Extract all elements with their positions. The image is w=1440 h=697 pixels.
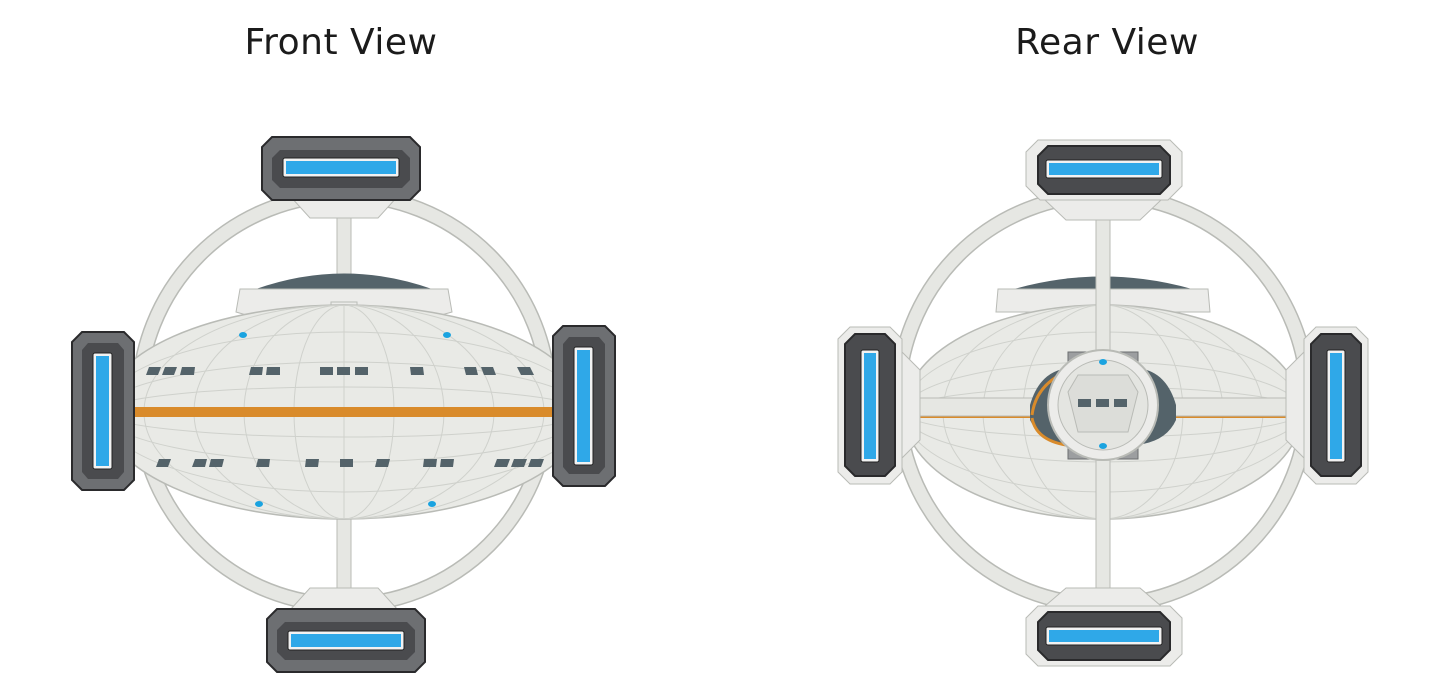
rear-view [837,139,1369,667]
front-bottom-pylon [336,514,352,596]
front-left-nacelle [71,331,135,491]
rear-left-nacelle [837,326,921,485]
front-top-pylon [336,209,352,281]
rear-right-nacelle [1285,326,1369,485]
rear-bottom-nacelle [1025,587,1183,667]
front-lower-windows [156,459,544,467]
rear-center-module [1030,349,1176,461]
rear-top-nacelle [1025,139,1183,221]
front-dome [256,273,432,289]
front-view [71,136,616,673]
front-bottom-nacelle [266,608,426,673]
front-stripe [104,407,584,417]
front-top-nacelle [261,136,421,201]
front-upper-windows [146,367,534,375]
front-view-title: Front View [244,22,438,63]
front-right-nacelle [552,325,616,487]
front-bottom-mount [288,587,400,611]
front-hull-lights [239,332,451,507]
rear-view-title: Rear View [1015,22,1199,63]
